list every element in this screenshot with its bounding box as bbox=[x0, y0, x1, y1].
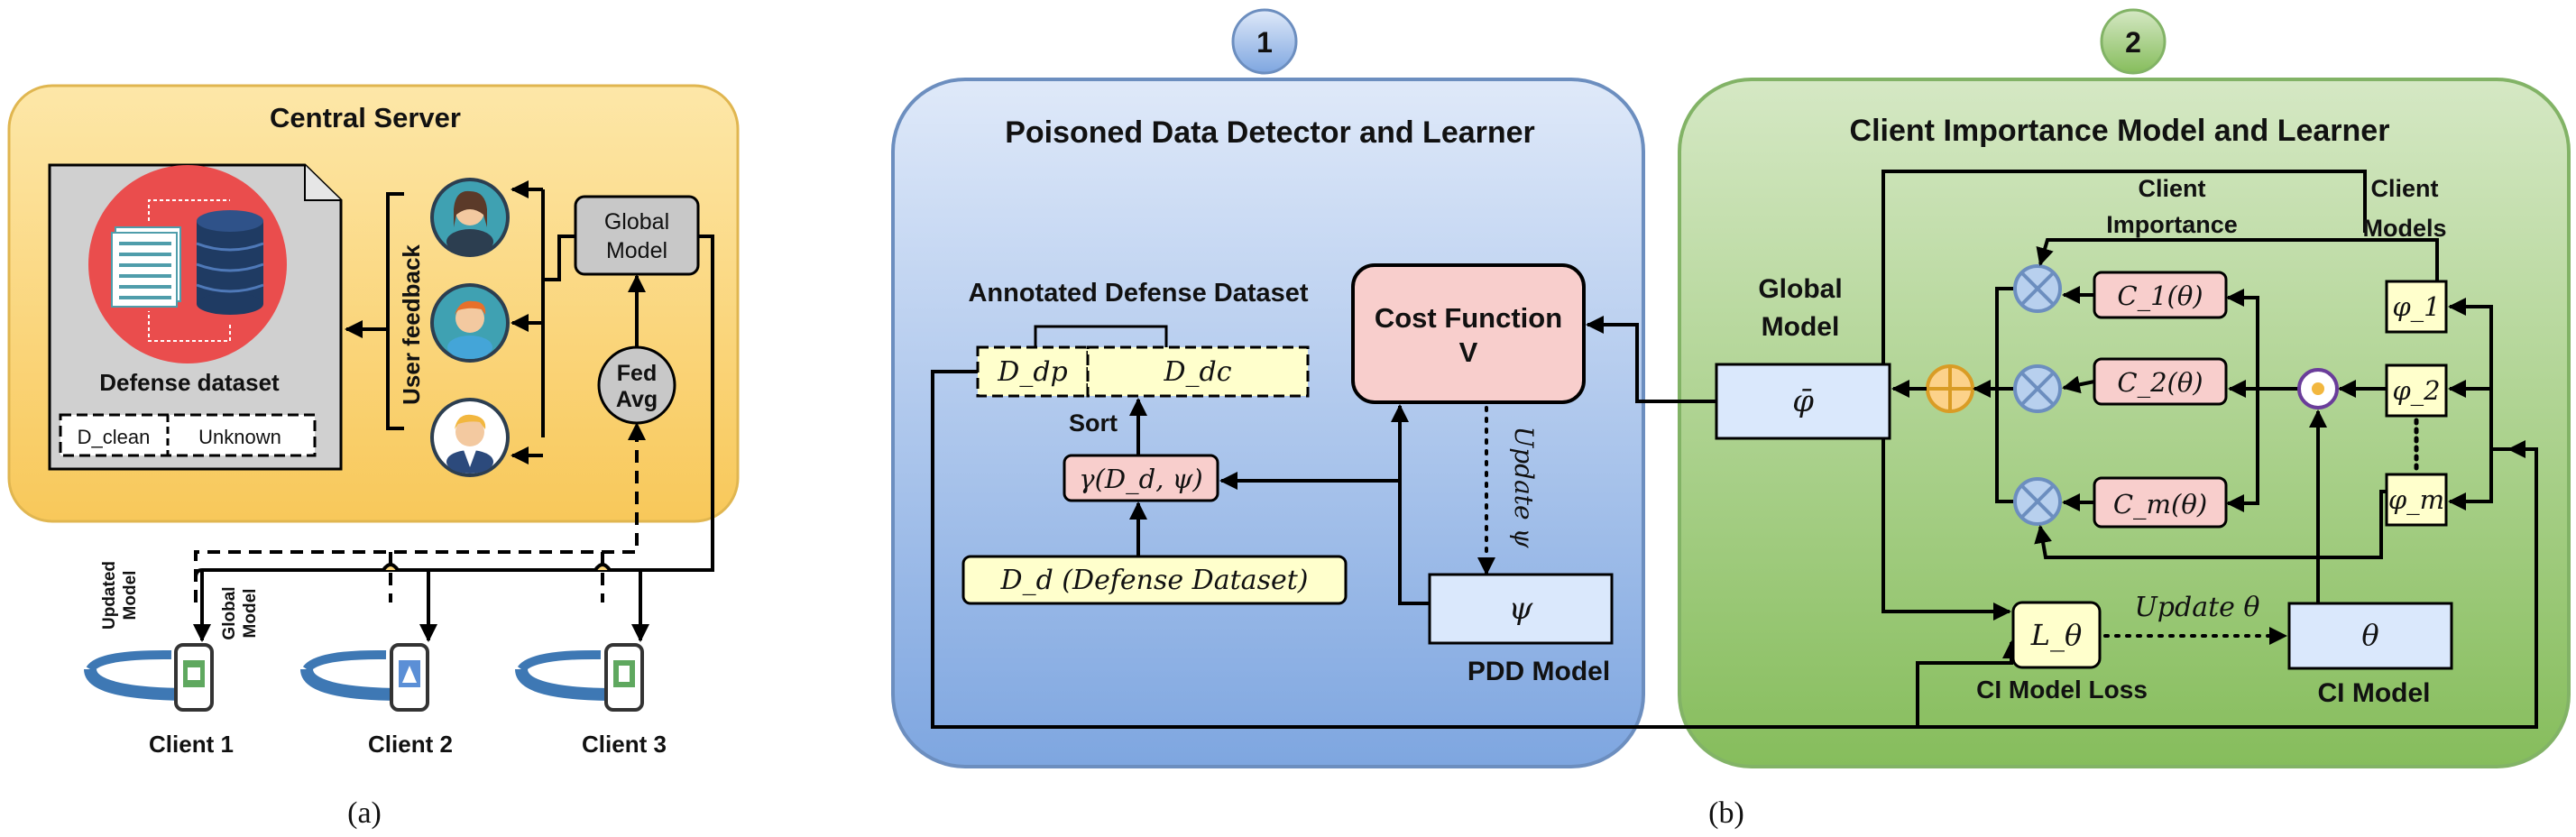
fed-avg-line1: Fed bbox=[617, 361, 657, 386]
ddc-box bbox=[1086, 345, 1310, 398]
global-model-b-line1: Global bbox=[1758, 274, 1842, 304]
user-feedback-label: User feedback bbox=[398, 244, 425, 405]
phi-to-loss-path bbox=[1881, 438, 2011, 621]
fed-avg-line2: Avg bbox=[616, 387, 658, 412]
loss-box bbox=[2011, 601, 2102, 669]
caption-b: (b) bbox=[1708, 796, 1744, 830]
global-model-b-line2: Model bbox=[1762, 312, 1840, 342]
central-server-title: Central Server bbox=[270, 102, 461, 133]
c2-label: C_2(θ) bbox=[2117, 367, 2203, 399]
client-importance-line2: Importance bbox=[2106, 211, 2238, 238]
psi-box bbox=[1428, 573, 1614, 645]
multipliers-to-sum bbox=[1974, 287, 2013, 503]
global-model-edge-1: Global bbox=[220, 586, 239, 639]
ci-loss-label: CI Model Loss bbox=[1976, 676, 2148, 704]
c1-label: C_1(θ) bbox=[2117, 281, 2203, 312]
ci-title: Client Importance Model and Learner bbox=[1850, 114, 2390, 148]
gamma-box bbox=[1063, 454, 1219, 502]
gamma-label: γ(D_d, ψ) bbox=[1079, 464, 1202, 495]
phi-to-cost-path bbox=[1586, 316, 1716, 403]
phi-bar-label: φ̄ bbox=[1792, 383, 1814, 419]
client-1-phone-icon bbox=[84, 643, 214, 712]
update-theta-label: Update θ bbox=[2135, 592, 2260, 623]
sort-label: Sort bbox=[1069, 409, 1118, 437]
d-clean-label: D_clean bbox=[78, 426, 151, 448]
phi1-box bbox=[2385, 280, 2448, 334]
feedback-bracket bbox=[386, 192, 404, 430]
caption-a: (a) bbox=[347, 796, 382, 830]
panel-a: Central Server Defense dataset D_clean bbox=[7, 84, 740, 830]
update-psi-label: Update ψ bbox=[1509, 427, 1539, 549]
client-models-line1: Client bbox=[2370, 175, 2438, 202]
psi-label: ψ bbox=[1509, 591, 1533, 627]
phi2-label: φ_2 bbox=[2392, 375, 2440, 407]
document-stack-icon bbox=[111, 226, 181, 308]
client-models-line2: Models bbox=[2362, 215, 2446, 242]
client-3-phone-icon bbox=[515, 643, 644, 712]
client-importance-line1: Client bbox=[2138, 175, 2205, 202]
panel-b: Poisoned Data Detector and Learner Clien… bbox=[891, 8, 2571, 830]
global-to-users-connector bbox=[541, 235, 575, 437]
global-model-line2: Model bbox=[606, 238, 667, 263]
cost-function-line1: Cost Function bbox=[1375, 302, 1562, 334]
database-icon bbox=[196, 210, 264, 315]
multiply-node-2 bbox=[2013, 364, 2062, 413]
phi1-label: φ_1 bbox=[2392, 291, 2440, 323]
updated-model-label-2: Model bbox=[121, 571, 140, 621]
unknown-label: Unknown bbox=[198, 426, 281, 448]
dd-box bbox=[961, 555, 1348, 605]
database-sync-arrows bbox=[148, 199, 231, 342]
user-avatar-3 bbox=[430, 398, 510, 477]
dataset-split-box bbox=[59, 413, 317, 457]
right-feed-phi1 bbox=[2448, 298, 2509, 451]
global-distribution-path bbox=[202, 235, 714, 572]
badge-2 bbox=[2100, 8, 2167, 75]
loss-feedback-path bbox=[1916, 640, 2020, 727]
phim-to-mult bbox=[2034, 490, 2387, 559]
client-2-phone-icon bbox=[300, 643, 429, 712]
top-loop-to-phi bbox=[1881, 170, 2367, 364]
client-3-label: Client 3 bbox=[582, 731, 667, 758]
defense-dataset-label: Defense dataset bbox=[99, 369, 280, 396]
user-avatar-1 bbox=[430, 178, 510, 257]
loss-label: L_θ bbox=[2030, 618, 2083, 652]
theta-box bbox=[2287, 602, 2453, 670]
phi1-to-mult bbox=[2036, 238, 2439, 281]
phim-box bbox=[2385, 473, 2448, 527]
dd-label: D_d (Defense Dataset) bbox=[1000, 565, 1309, 596]
phi2-box bbox=[2385, 363, 2448, 418]
c2-to-mult bbox=[2062, 375, 2095, 394]
multiply-node-1 bbox=[2013, 264, 2062, 313]
outer-feedback-loop bbox=[931, 370, 2538, 729]
psi-to-cost-path bbox=[1391, 404, 1430, 605]
theta-label: θ bbox=[2361, 618, 2378, 652]
global-model-edge-2: Model bbox=[241, 589, 260, 639]
updated-model-label-1: Updated bbox=[100, 561, 119, 630]
global-model-line1: Global bbox=[604, 209, 669, 235]
cost-function-line2: V bbox=[1459, 336, 1478, 368]
cost-function-box bbox=[1351, 263, 1586, 404]
cm-label: C_m(θ) bbox=[2113, 489, 2207, 520]
pdd-model-label: PDD Model bbox=[1467, 657, 1610, 686]
annotated-dataset-label: Annotated Defense Dataset bbox=[968, 279, 1308, 308]
client-1-label: Client 1 bbox=[149, 731, 234, 758]
pdd-title: Poisoned Data Detector and Learner bbox=[1005, 115, 1535, 150]
client-2-label: Client 2 bbox=[368, 731, 453, 758]
multiply-node-m bbox=[2013, 477, 2062, 526]
document-fold bbox=[304, 165, 341, 201]
badge-1 bbox=[1231, 8, 1298, 75]
annotated-bracket bbox=[1034, 325, 1168, 347]
ci-container bbox=[1678, 78, 2571, 768]
phim-label: φ_m bbox=[2388, 484, 2444, 516]
ddc-label: D_dc bbox=[1163, 356, 1231, 388]
right-feed-phim bbox=[2448, 449, 2493, 510]
phi-bar-box bbox=[1715, 363, 1891, 440]
user-avatar-2 bbox=[430, 283, 510, 363]
ci-model-label: CI Model bbox=[2318, 678, 2431, 708]
badge-1-label: 1 bbox=[1256, 26, 1273, 59]
badge-2-label: 2 bbox=[2125, 26, 2141, 59]
ddp-label: D_dp bbox=[997, 356, 1067, 388]
